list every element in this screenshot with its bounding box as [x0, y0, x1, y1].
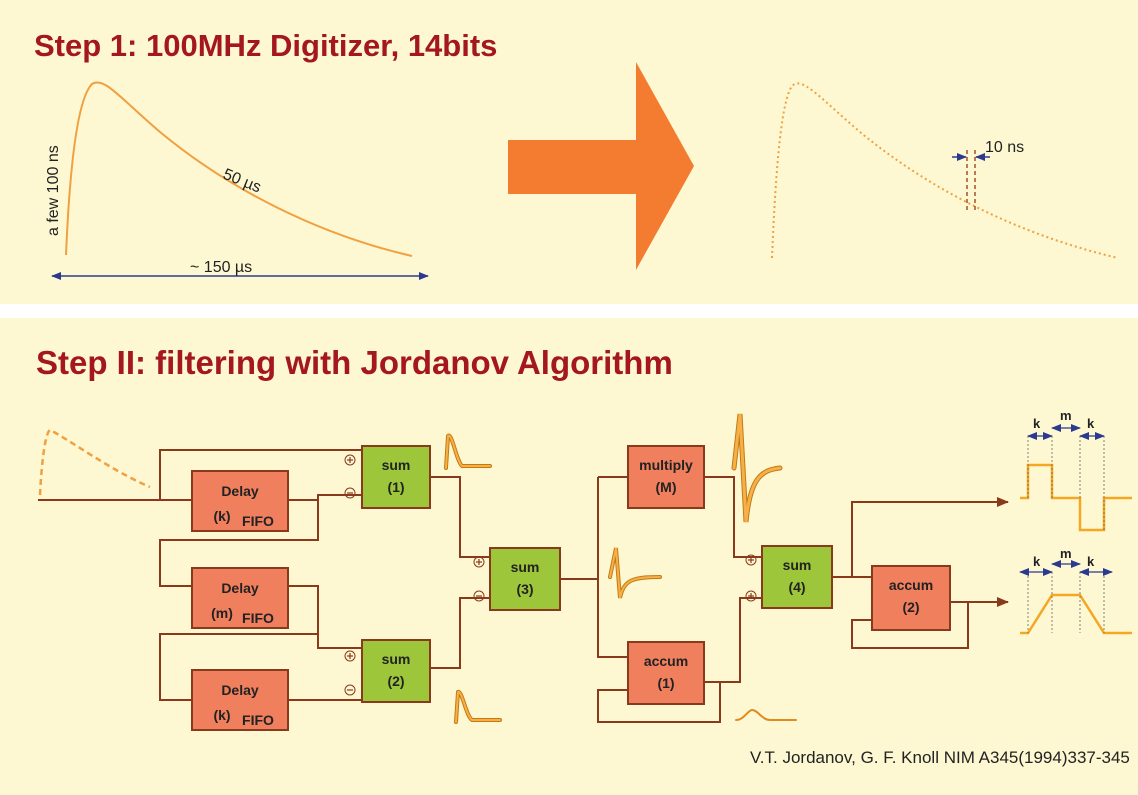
svg-text:k: k [1087, 416, 1095, 431]
svg-text:k: k [1033, 554, 1041, 569]
svg-text:multiply: multiply [639, 457, 693, 473]
svg-text:(k): (k) [213, 508, 230, 524]
output-dim-arrows [1019, 424, 1113, 576]
pulse-width-label: ~ 150 µs [190, 259, 252, 276]
sum-2-block: sum (2) [361, 639, 431, 703]
decay-time-label: 50 µs [221, 166, 264, 197]
svg-text:k: k [1033, 416, 1041, 431]
svg-text:accum: accum [644, 653, 688, 669]
delay-k-block-1: Delay (k) FIFO [191, 470, 289, 532]
accum-1-block: accum (1) [627, 641, 705, 705]
svg-text:FIFO: FIFO [242, 513, 274, 529]
svg-text:(1): (1) [657, 675, 674, 691]
step2-panel [0, 318, 1138, 795]
sum-1-block: sum (1) [361, 445, 431, 509]
svg-text:m: m [1060, 546, 1072, 561]
delay-k-block-2: Delay (k) FIFO [191, 669, 289, 731]
step1-title: Step 1: 100MHz Digitizer, 14bits [34, 28, 498, 63]
sign-glyphs [347, 457, 754, 691]
svg-text:sum: sum [382, 457, 411, 473]
output-labels: k m k k m k [1033, 408, 1095, 569]
svg-text:sum: sum [382, 651, 411, 667]
svg-text:m: m [1060, 408, 1072, 423]
rise-time-label: a few 100 ns [45, 145, 62, 236]
sum-3-block: sum (3) [489, 547, 561, 611]
svg-text:(4): (4) [788, 579, 805, 595]
svg-text:sum: sum [783, 557, 812, 573]
sampled-pulse [771, 82, 1119, 259]
svg-text:(M): (M) [656, 479, 677, 495]
delay-m-block: Delay (m) FIFO [191, 567, 289, 629]
svg-text:accum: accum [889, 577, 933, 593]
big-right-arrow [508, 62, 694, 270]
svg-text:(k): (k) [213, 707, 230, 723]
trapezoid-derivative-output [1020, 463, 1132, 532]
multiply-block: multiply (M) [627, 445, 705, 509]
svg-text:(2): (2) [387, 673, 404, 689]
svg-text:FIFO: FIFO [242, 610, 274, 626]
svg-text:Delay: Delay [221, 682, 259, 698]
step2-title: Step II: filtering with Jordanov Algorit… [36, 344, 673, 381]
svg-text:Delay: Delay [221, 580, 259, 596]
svg-text:(1): (1) [387, 479, 404, 495]
trapezoid-output [1020, 593, 1132, 635]
svg-text:(3): (3) [516, 581, 533, 597]
signal-wires [38, 449, 1009, 723]
accum-2-block: accum (2) [871, 565, 951, 631]
sum-4-block: sum (4) [761, 545, 833, 609]
svg-text:(2): (2) [902, 599, 919, 615]
svg-text:(m): (m) [211, 605, 233, 621]
svg-text:sum: sum [511, 559, 540, 575]
citation: V.T. Jordanov, G. F. Knoll NIM A345(1994… [750, 748, 1130, 767]
sign-markers [344, 454, 757, 696]
analog-pulse [65, 81, 413, 257]
svg-text:k: k [1087, 554, 1095, 569]
svg-text:Delay: Delay [221, 483, 259, 499]
sample-interval-label: 10 ns [985, 139, 1024, 156]
signal-waveforms [444, 413, 797, 724]
svg-text:FIFO: FIFO [242, 712, 274, 728]
input-pulse [38, 428, 151, 496]
